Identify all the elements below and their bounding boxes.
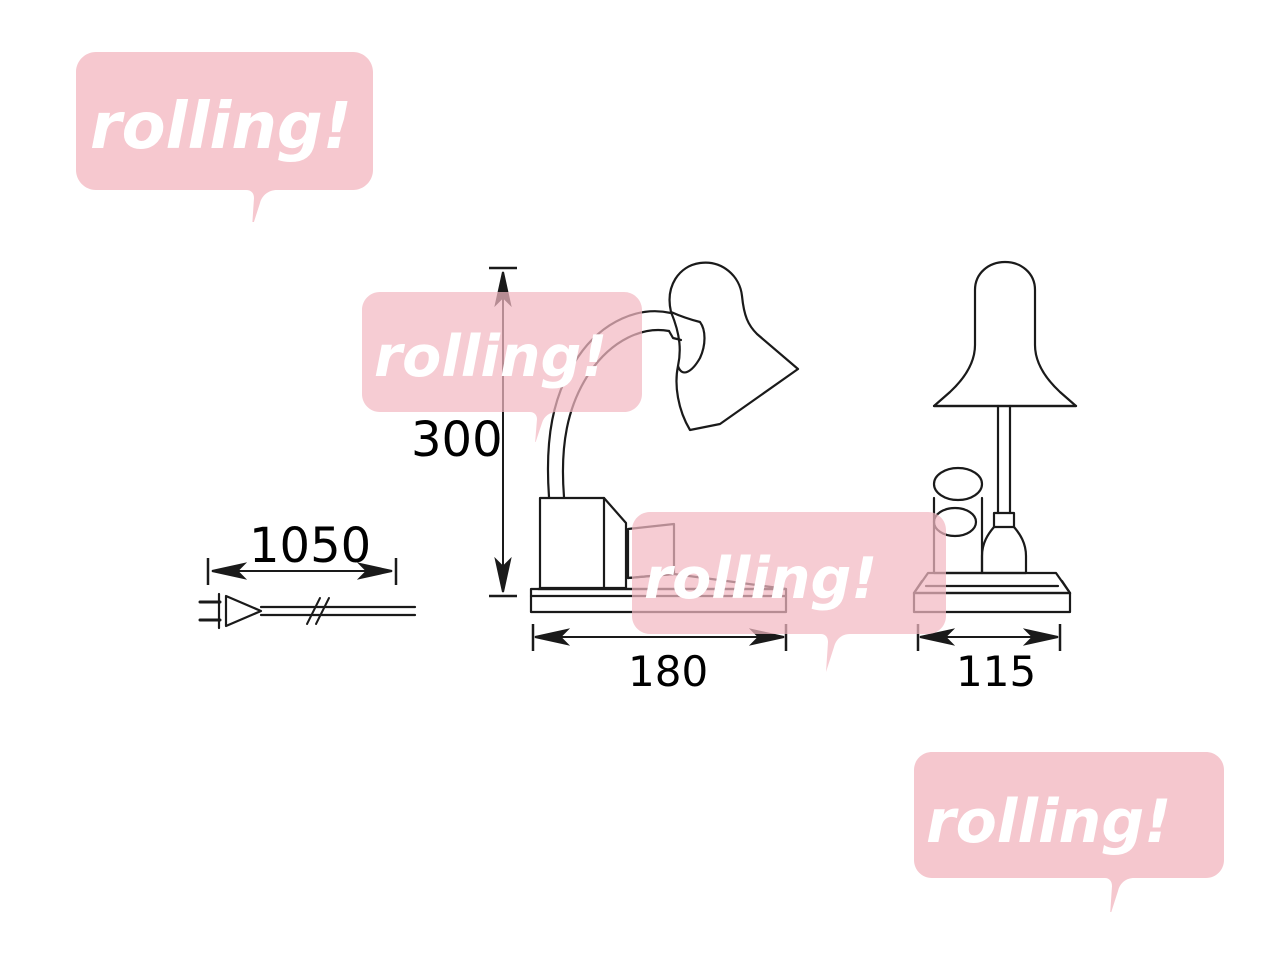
side-view-shade-neck xyxy=(669,310,706,374)
cord-break-symbol xyxy=(306,597,330,625)
front-view-stem-collar xyxy=(992,511,1016,529)
front-view-penholder-rim xyxy=(932,466,984,502)
dim-1050-arrowhead-right xyxy=(356,562,393,580)
side-view-gooseneck-outer xyxy=(546,310,673,499)
side-view-switch-block xyxy=(538,496,628,590)
front-view-base-top xyxy=(912,571,1072,595)
dim-115-arrowhead-right xyxy=(1022,628,1059,646)
dimension-label-180: 180 xyxy=(628,647,708,696)
front-view-penholder-inner xyxy=(932,506,978,538)
front-view-lamp-shade xyxy=(932,260,1078,408)
dimension-label-115: 115 xyxy=(956,647,1036,696)
side-view-lamp-shade xyxy=(668,261,800,432)
dimension-label-1050: 1050 xyxy=(249,518,371,574)
front-view-group xyxy=(912,260,1078,614)
dim-180-arrowhead-left xyxy=(534,628,571,646)
dim-300-arrowhead-bottom xyxy=(494,556,512,593)
side-view-arm-connector xyxy=(667,329,683,342)
front-view-stem xyxy=(996,404,1012,515)
dim-1050-arrowhead-left xyxy=(211,562,248,580)
front-view-stem-socket xyxy=(980,525,1028,575)
front-view-base-plate xyxy=(912,591,1072,614)
dimension-cord-1050 xyxy=(206,558,398,585)
cord-view-group xyxy=(198,592,417,630)
side-view-base-top xyxy=(536,572,788,591)
side-view-group xyxy=(529,261,800,614)
side-view-penholder-block xyxy=(626,522,676,580)
plug-body xyxy=(224,594,263,628)
side-view-base-plate xyxy=(529,587,788,614)
dimension-label-300: 300 xyxy=(411,412,503,468)
